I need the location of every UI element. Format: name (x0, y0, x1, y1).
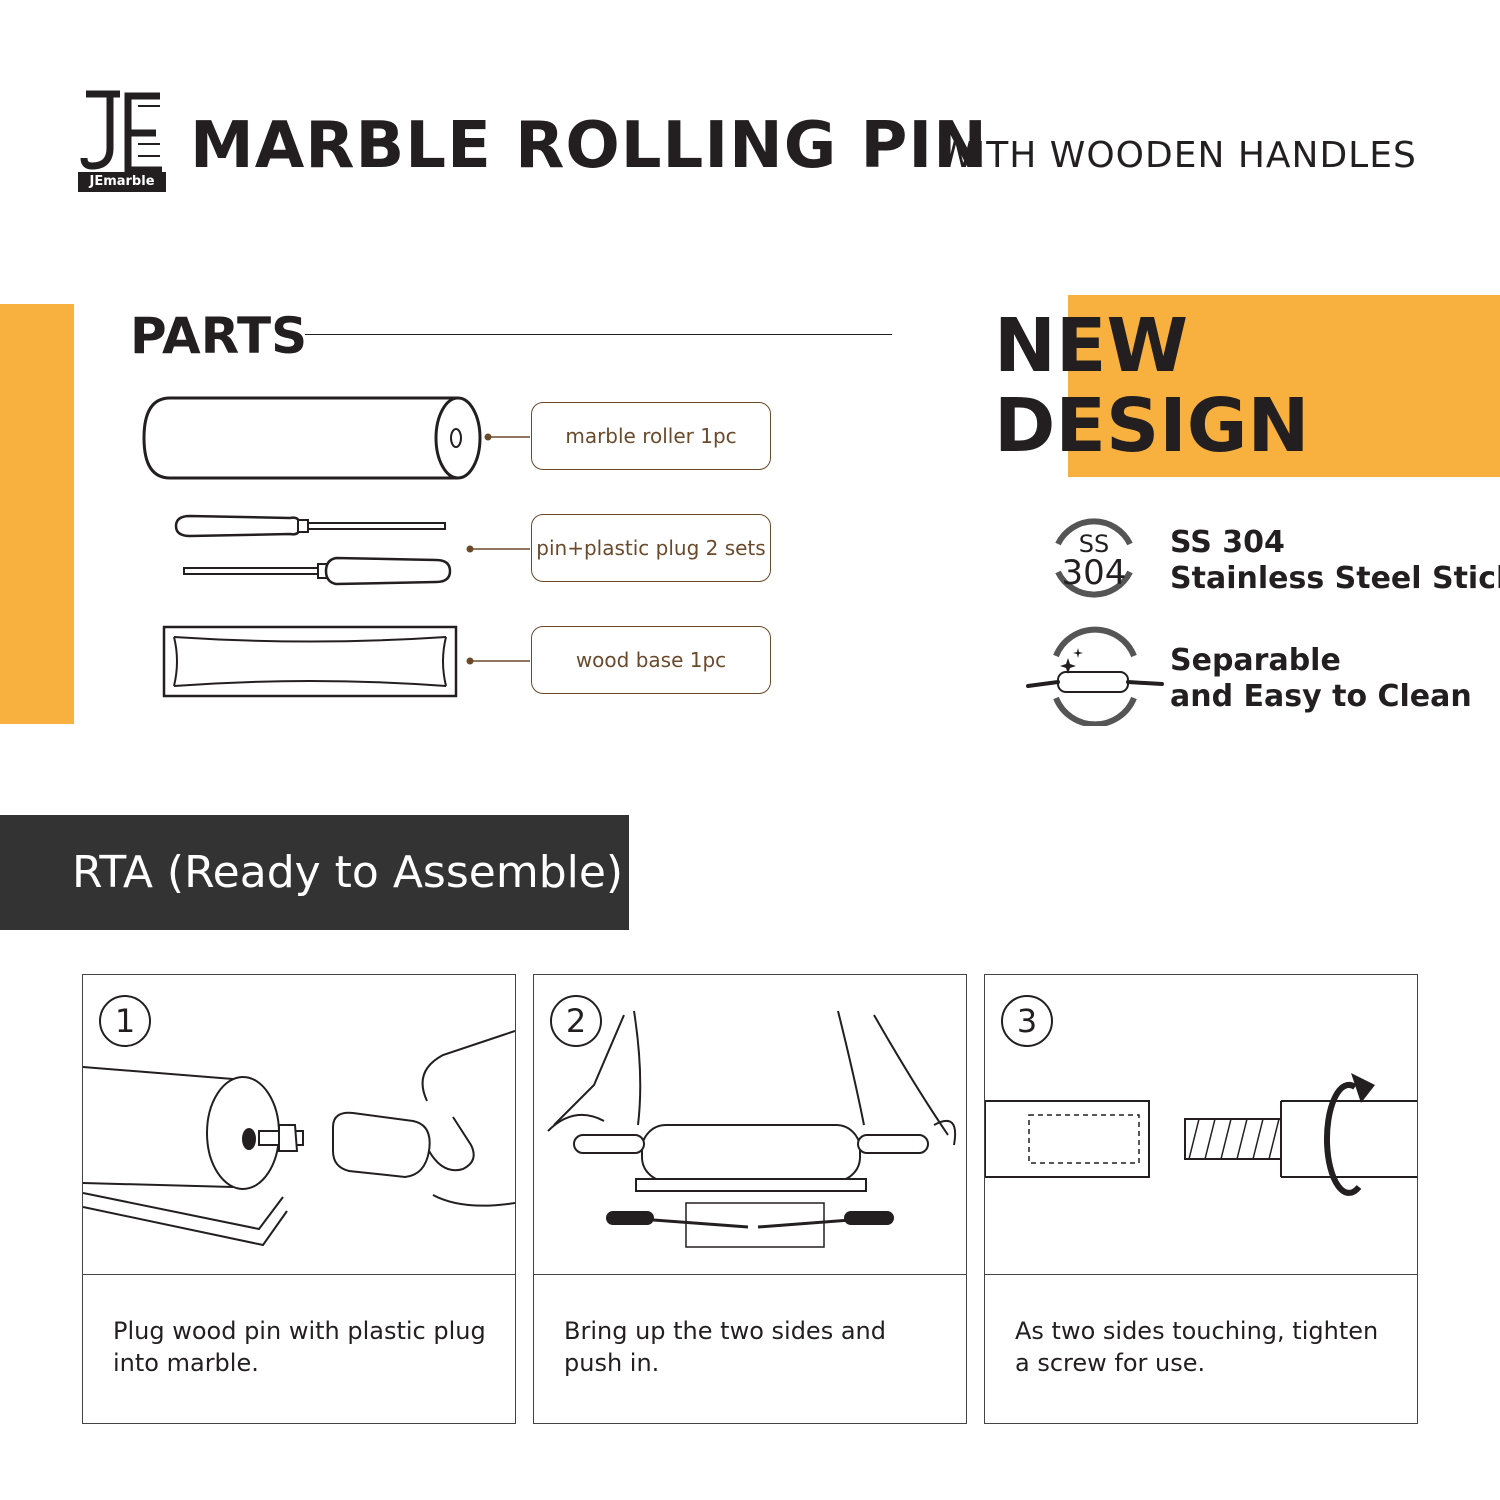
feature-ss304-text: SS 304 Stainless Steel Stick (1170, 525, 1500, 597)
step-3-illustration: 3 (984, 975, 1417, 1275)
accent-bar-left (0, 304, 74, 724)
ss304-icon: SS 304 (1055, 518, 1133, 598)
parts-heading: PARTS (130, 307, 308, 365)
step-2-illustration: 2 (534, 975, 966, 1275)
clean-rolling-pin-icon (1026, 626, 1164, 726)
wood-base-drawing (162, 625, 530, 698)
marble-roller-drawing (142, 396, 530, 480)
parts-divider (305, 334, 892, 335)
page-subtitle: WITH WOODEN HANDLES (938, 135, 1417, 176)
new-design-heading: NEW DESIGN (994, 306, 1309, 466)
step-card-1: 1 Plug wood pin with plastic plug into m… (82, 974, 516, 1424)
feature-clean-text: Separable and Easy to Clean (1170, 643, 1472, 715)
brand-logo (80, 90, 162, 174)
brand-name: JEmarble (78, 172, 166, 192)
step-card-3: 3 As two sides touching, tighten a screw… (984, 974, 1418, 1424)
part-label-marble-roller: marble roller 1pc (531, 402, 771, 470)
new-design-line2: DESIGN (994, 383, 1310, 469)
step-1-number: 1 (99, 995, 151, 1047)
step-3-text: As two sides touching, tighten a screw f… (1015, 1317, 1379, 1377)
feature-ss304-line1: SS 304 (1170, 525, 1285, 560)
step-3-number: 3 (1001, 995, 1053, 1047)
rta-title: RTA (Ready to Assemble) (72, 847, 624, 898)
step-1-text: Plug wood pin with plastic plug into mar… (113, 1317, 486, 1377)
step-2-text: Bring up the two sides and push in. (564, 1317, 886, 1377)
step-3-drawing (984, 1073, 1417, 1196)
step-1-illustration: 1 (82, 975, 516, 1275)
pin-handles-drawing (174, 514, 530, 586)
step-2-drawing (547, 1010, 956, 1248)
part-label-wood-base: wood base 1pc (531, 626, 771, 694)
step-2-number: 2 (550, 995, 602, 1047)
feature-ss304-line2: Stainless Steel Stick (1170, 561, 1500, 596)
ss304-badge-top: SS (1079, 530, 1109, 558)
accent-block-right (1068, 295, 1500, 477)
parts-illustration (142, 396, 530, 698)
new-design-line1: NEW (994, 303, 1189, 389)
part-label-pin-plug: pin+plastic plug 2 sets (531, 514, 771, 582)
step-card-2: 2 Bring up the two sides and push in. (533, 974, 967, 1424)
rta-banner (0, 815, 629, 930)
feature-clean-line2: and Easy to Clean (1170, 679, 1472, 714)
feature-clean-line1: Separable (1170, 643, 1341, 678)
step-1-drawing (82, 1030, 516, 1247)
ss304-badge-bottom: 304 (1062, 553, 1127, 593)
page-title: MARBLE ROLLING PIN (190, 109, 988, 183)
